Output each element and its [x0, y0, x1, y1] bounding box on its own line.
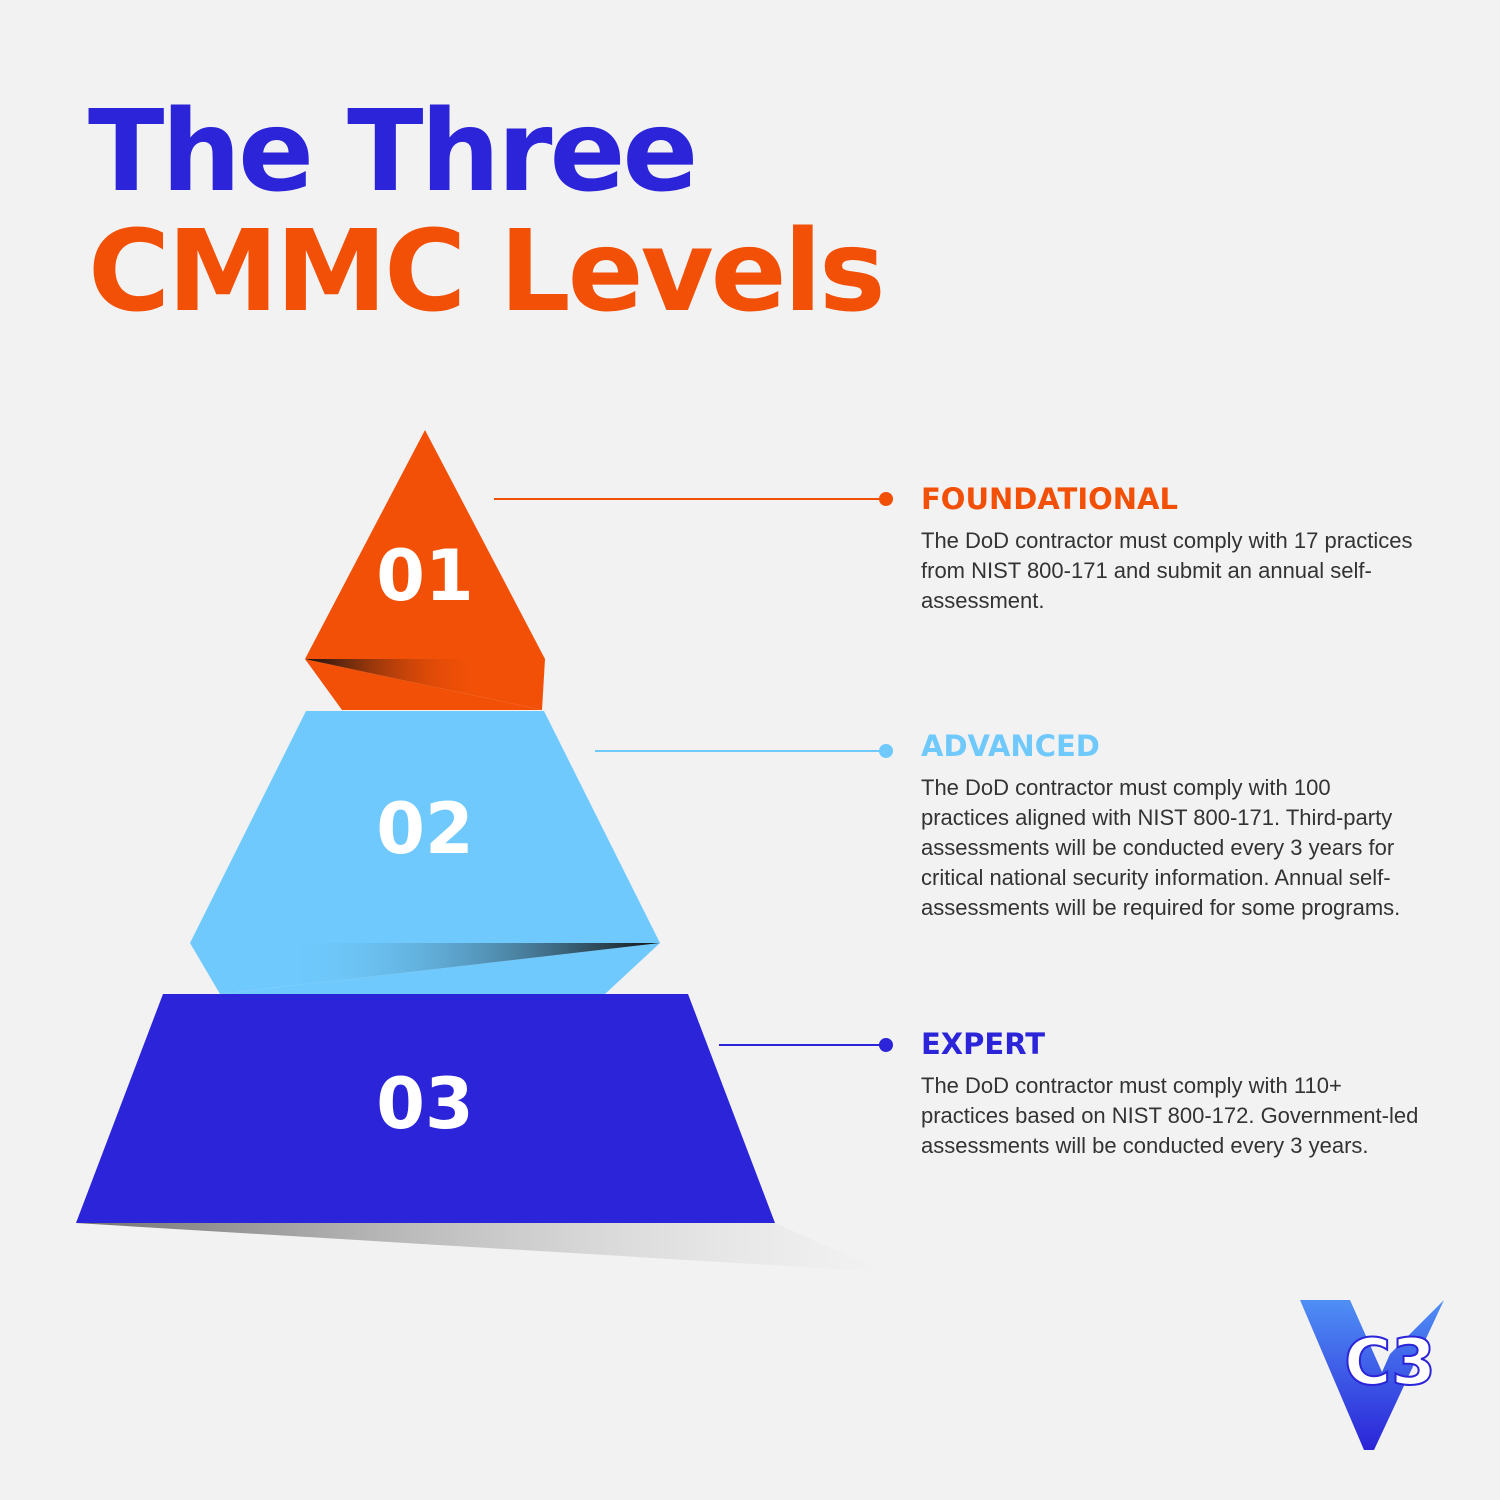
level-1-number: 01: [376, 535, 473, 617]
level-3-description: The DoD contractor must comply with 110+…: [921, 1071, 1421, 1161]
level-3-number: 03: [376, 1063, 473, 1145]
level-2-name: ADVANCED: [921, 729, 1421, 763]
level-1-name: FOUNDATIONAL: [921, 482, 1421, 516]
level-2-block: ADVANCED The DoD contractor must comply …: [921, 729, 1421, 923]
tier-fold-1: [305, 659, 545, 710]
connector-expert: [719, 1038, 893, 1052]
pyramid-ground-shadow: [76, 1223, 885, 1272]
c3-v-logo-icon: C3: [1296, 1296, 1446, 1456]
level-1-description: The DoD contractor must comply with 17 p…: [921, 526, 1421, 616]
level-3-block: EXPERT The DoD contractor must comply wi…: [921, 1027, 1421, 1161]
level-1-block: FOUNDATIONAL The DoD contractor must com…: [921, 482, 1421, 616]
logo-text: C3: [1344, 1326, 1436, 1400]
connector-advanced: [595, 744, 893, 758]
level-2-number: 02: [376, 788, 473, 870]
tier-fold-2: [190, 943, 660, 994]
connector-foundational: [494, 492, 893, 506]
level-2-description: The DoD contractor must comply with 100 …: [921, 773, 1421, 923]
level-3-name: EXPERT: [921, 1027, 1421, 1061]
